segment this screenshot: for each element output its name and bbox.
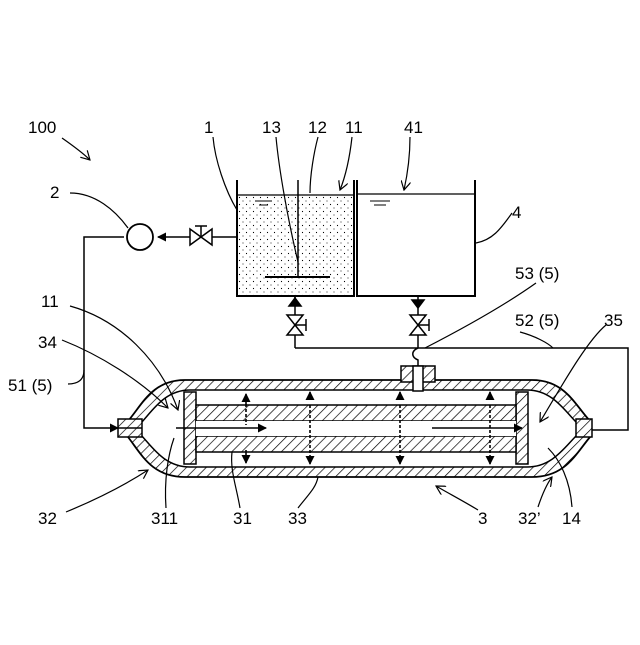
label-liquid: 12 bbox=[308, 118, 327, 137]
label-line-53: 53 (5) bbox=[515, 264, 559, 283]
valve-tank-4 bbox=[410, 300, 429, 335]
label-fluid-a: 11 bbox=[345, 118, 363, 137]
label-shell: 33 bbox=[288, 509, 307, 528]
label-pump: 2 bbox=[50, 183, 59, 202]
label-tube: 31 bbox=[233, 509, 252, 528]
label-line-51: 51 (5) bbox=[8, 376, 52, 395]
valve-tank-1 bbox=[287, 296, 306, 335]
label-tube-inlet: 311 bbox=[151, 509, 178, 528]
label-head-right: 32’ bbox=[518, 509, 541, 528]
label-receiver: 4 bbox=[512, 203, 521, 222]
label-module: 3 bbox=[478, 509, 487, 528]
label-end-right: 35 bbox=[604, 311, 623, 330]
label-stirrer: 13 bbox=[262, 118, 281, 137]
label-receiver-level: 41 bbox=[404, 118, 423, 137]
pump-circle bbox=[127, 224, 153, 250]
label-line-52: 52 (5) bbox=[515, 311, 559, 330]
label-tank: 1 bbox=[204, 118, 213, 137]
label-end-left: 34 bbox=[38, 333, 57, 352]
membrane-module bbox=[118, 366, 592, 477]
label-head-left: 32 bbox=[38, 509, 57, 528]
tank-4 bbox=[357, 180, 475, 296]
label-system: 100 bbox=[28, 118, 56, 137]
tank-1 bbox=[237, 180, 354, 296]
label-fluid-b: 11 bbox=[41, 292, 59, 311]
valve-horizontal bbox=[190, 226, 212, 245]
label-fluid-c: 14 bbox=[562, 509, 581, 528]
